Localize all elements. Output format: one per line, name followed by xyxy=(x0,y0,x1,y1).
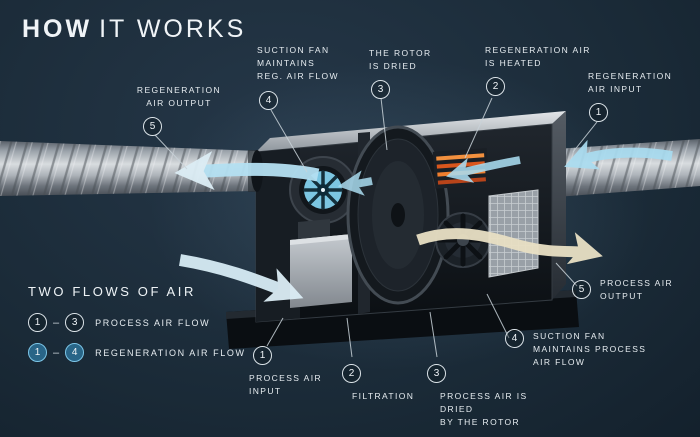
callout-label: REGENERATION AIR IS HEATED xyxy=(485,45,591,69)
step-badge: 4 xyxy=(259,90,278,110)
callout-label: PROCESS AIR INPUT xyxy=(249,373,323,397)
range-dash: – xyxy=(53,346,60,359)
callout-process-air-output: 5 PROCESS AIR OUTPUT xyxy=(572,276,673,303)
process-input-arrow xyxy=(179,254,304,302)
legend-badge-to: 3 xyxy=(65,313,85,332)
callout-label: THE ROTOR IS DRIED xyxy=(369,48,432,72)
filter-cabinet xyxy=(290,219,352,308)
filter-panel xyxy=(488,189,539,278)
callout-label: PROCESS AIR IS DRIED BY THE ROTOR xyxy=(440,391,528,428)
legend-badge-from: 1 xyxy=(28,313,47,332)
step-badge: 3 xyxy=(427,364,446,383)
step-badge: 2 xyxy=(486,77,505,97)
step-badge: 5 xyxy=(572,280,591,300)
callout-rotor-is-dried: THE ROTOR IS DRIED 3 xyxy=(369,47,459,100)
legend: TWO FLOWS OF AIR 1 – 3 PROCESS AIR FLOW … xyxy=(28,284,246,373)
callout-regeneration-air-output: REGENERATION AIR OUTPUT 5 xyxy=(120,84,238,137)
step-badge: 4 xyxy=(505,329,524,348)
step-badge: 3 xyxy=(371,80,390,100)
legend-row-process: 1 – 3 PROCESS AIR FLOW xyxy=(28,313,246,332)
regeneration-input-arrow xyxy=(564,139,673,170)
callout-label: PROCESS AIR OUTPUT xyxy=(600,278,674,302)
legend-badge-to: 4 xyxy=(65,343,85,362)
rotor xyxy=(346,125,450,305)
callout-label: REGENERATION AIR OUTPUT xyxy=(136,85,222,109)
regeneration-rotor-to-fan-arrow xyxy=(337,170,373,196)
callout-process-air-dried: 3 PROCESS AIR IS DRIED BY THE ROTOR xyxy=(427,357,557,430)
callout-label: REGENERATION AIR INPUT xyxy=(588,71,673,95)
legend-label: REGENERATION AIR FLOW xyxy=(95,347,246,358)
callout-label: FILTRATION xyxy=(352,391,415,401)
callout-regeneration-air-heated: REGENERATION AIR IS HEATED 2 xyxy=(485,44,625,97)
legend-row-regeneration: 1 – 4 REGENERATION AIR FLOW xyxy=(28,343,246,362)
regeneration-heater-arrow xyxy=(446,156,521,183)
legend-title: TWO FLOWS OF AIR xyxy=(28,284,196,299)
callout-label: SUCTION FAN MAINTAINS REG. AIR FLOW xyxy=(257,45,339,82)
step-badge: 5 xyxy=(143,117,162,137)
title-secondary: IT WORKS xyxy=(99,15,247,43)
legend-label: PROCESS AIR FLOW xyxy=(95,317,211,328)
leader-lines xyxy=(154,97,598,358)
flow-arrows xyxy=(174,139,673,302)
callout-filtration: 2 FILTRATION xyxy=(342,357,422,403)
range-dash: – xyxy=(53,316,60,329)
step-badge: 1 xyxy=(589,103,608,123)
regeneration-output-arrow xyxy=(174,151,320,191)
title-primary: HOW xyxy=(22,15,93,43)
step-badge: 1 xyxy=(253,346,272,365)
process-output-arrow xyxy=(416,228,603,265)
callout-label: SUCTION FAN MAINTAINS PROCESS AIR FLOW xyxy=(533,331,647,368)
legend-badge-from: 1 xyxy=(28,343,47,362)
step-badge: 2 xyxy=(342,364,361,383)
callout-process-air-input: 1 PROCESS AIR INPUT xyxy=(249,346,339,398)
callout-regeneration-air-input: REGENERATION AIR INPUT 1 xyxy=(588,70,688,123)
callout-suction-fan-process: 4 SUCTION FAN MAINTAINS PROCESS AIR FLOW xyxy=(505,329,646,370)
callout-suction-fan-reg: SUCTION FAN MAINTAINS REG. AIR FLOW 4 xyxy=(257,44,367,110)
